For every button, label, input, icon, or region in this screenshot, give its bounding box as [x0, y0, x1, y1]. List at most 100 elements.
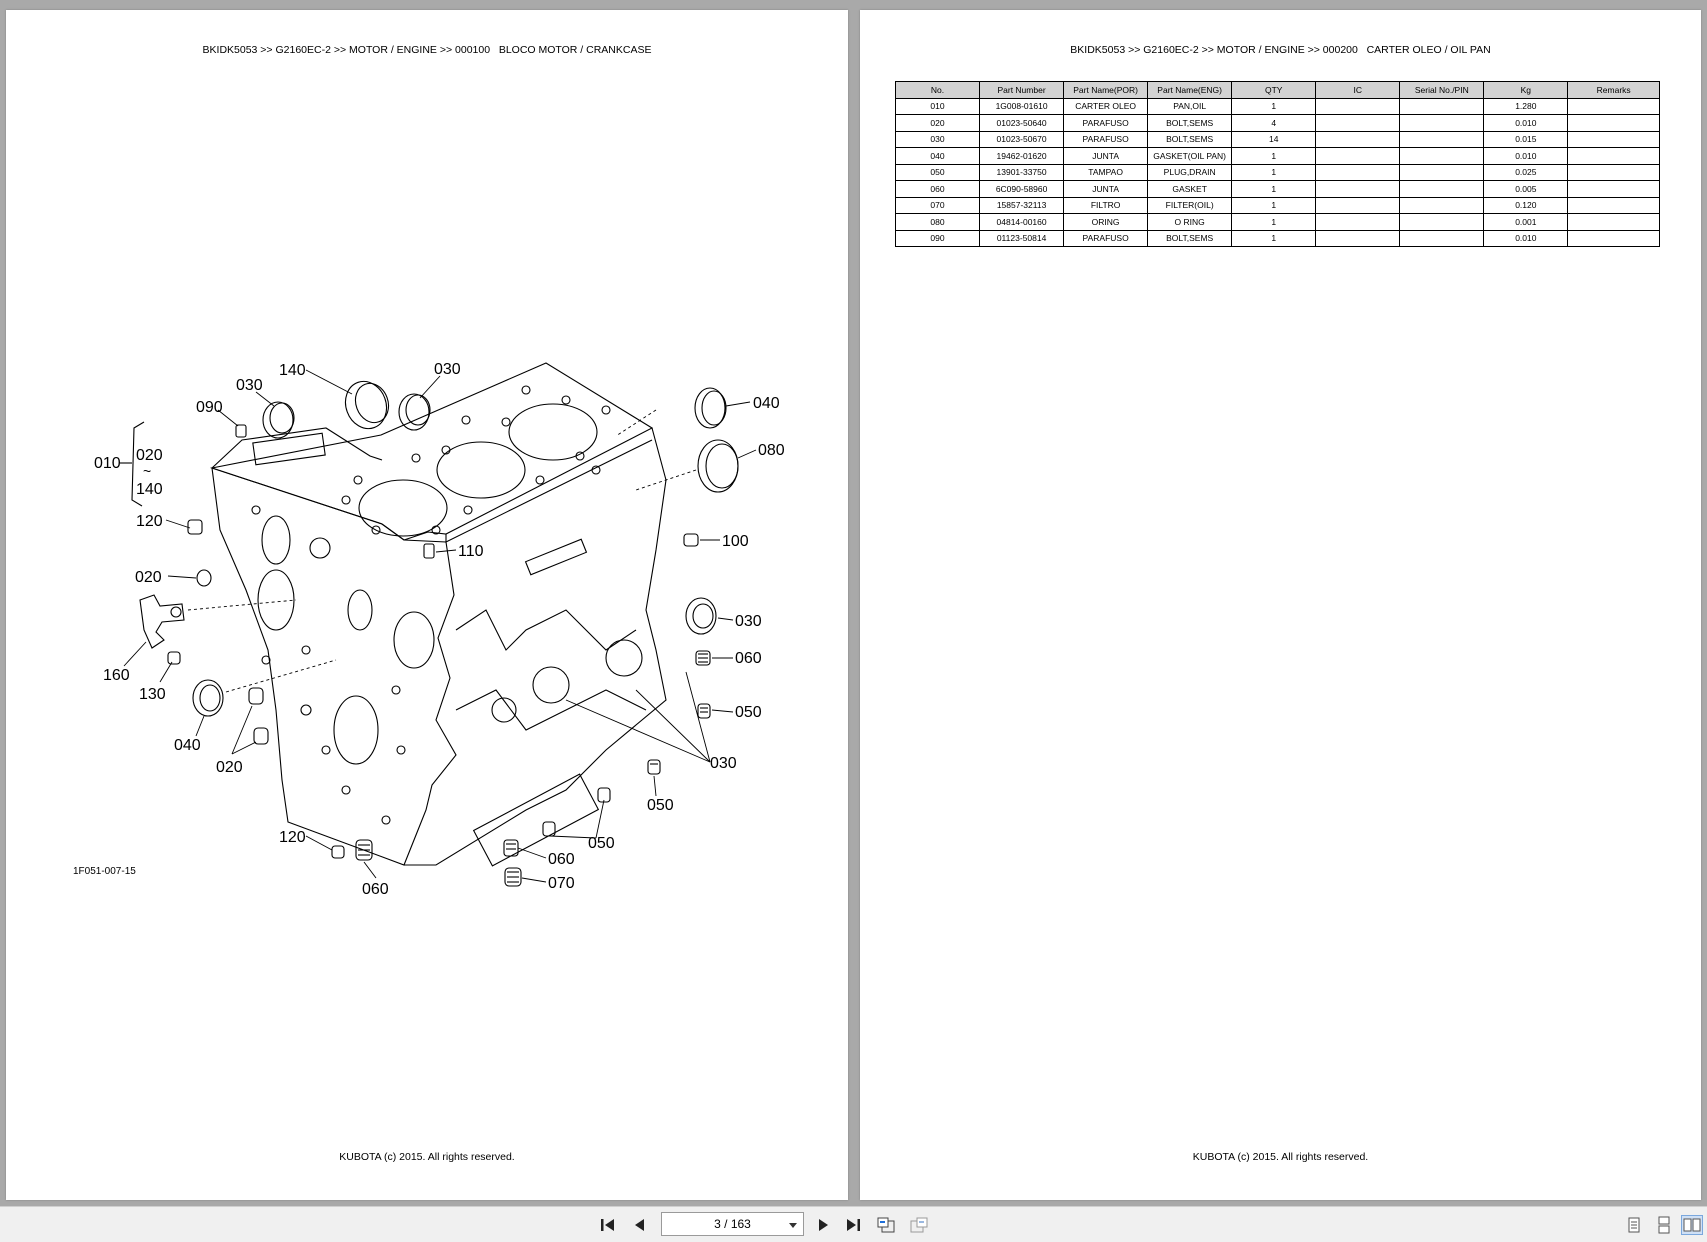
first-page-button[interactable]	[597, 1215, 619, 1235]
table-cell: BOLT,SEMS	[1147, 114, 1233, 132]
table-cell	[1315, 163, 1401, 181]
table-cell: 4	[1231, 114, 1317, 132]
callout-060: 060	[362, 881, 389, 898]
table-cell: PARAFUSO	[1063, 229, 1149, 247]
table-cell: 1	[1231, 163, 1317, 181]
table-cell: 14	[1231, 130, 1317, 148]
table-cell: 0.015	[1483, 130, 1569, 148]
right-page-footer: KUBOTA (c) 2015. All rights reserved.	[1192, 1151, 1369, 1163]
table-cell: 0.001	[1483, 213, 1569, 231]
callout-040: 040	[753, 395, 780, 412]
callout-030: 030	[434, 361, 461, 378]
seal-030-right	[685, 597, 717, 635]
callout-160: 160	[103, 667, 130, 684]
page-number-selector[interactable]: 3 / 163	[661, 1212, 804, 1236]
plug-120-left	[187, 519, 203, 535]
table-cell: 0.010	[1483, 147, 1569, 165]
table-cell	[1315, 229, 1401, 247]
table-cell: 1.280	[1483, 97, 1569, 115]
table-cell: GASKET(OIL PAN)	[1147, 147, 1233, 165]
table-cell	[1315, 130, 1401, 148]
table-cell	[1399, 97, 1485, 115]
two-page-view-button[interactable]	[1681, 1215, 1703, 1235]
table-cell: PARAFUSO	[1063, 130, 1149, 148]
pdf-viewer-toolbar: 3 / 163	[0, 1206, 1707, 1242]
seal-040-left	[192, 679, 224, 717]
column-header: Part Number	[979, 81, 1065, 99]
table-cell	[1567, 229, 1660, 247]
block-right-face	[404, 427, 667, 866]
two-page-view-icon	[1683, 1218, 1701, 1232]
table-cell: 080	[894, 213, 981, 231]
table-cell	[1567, 114, 1660, 132]
bolt-060-bottom-right	[503, 839, 519, 857]
table-cell: JUNTA	[1063, 147, 1149, 165]
table-cell: 1	[1231, 147, 1317, 165]
table-cell: ORING	[1063, 213, 1149, 231]
single-page-view-button[interactable]	[1623, 1215, 1645, 1235]
table-cell: 04814-00160	[979, 213, 1065, 231]
fitting-160	[139, 594, 185, 649]
column-header: Part Name(POR)	[1063, 81, 1149, 99]
table-cell	[1567, 180, 1660, 198]
column-header: QTY	[1231, 81, 1317, 99]
table-cell: 13901-33750	[979, 163, 1065, 181]
bolt-060-bottom-left	[355, 839, 373, 861]
table-cell	[1315, 196, 1401, 214]
table-cell: 19462-01620	[979, 147, 1065, 165]
table-cell	[1399, 114, 1485, 132]
crankcase-exploded-diagram: 140 030 030 090 010 020 ~ 140 120 020 16…	[94, 361, 785, 898]
cylinder-bore-1	[358, 479, 448, 537]
previous-page-button[interactable]	[629, 1215, 651, 1235]
table-cell: PLUG,DRAIN	[1147, 163, 1233, 181]
table-cell	[1567, 163, 1660, 181]
table-cell: 1G008-01610	[979, 97, 1065, 115]
table-cell: TAMPAO	[1063, 163, 1149, 181]
callout-range-tilde: ~	[143, 463, 151, 479]
callout-090: 090	[196, 399, 223, 416]
table-cell: 1	[1231, 180, 1317, 198]
column-header: IC	[1315, 81, 1401, 99]
front-face-holes	[251, 505, 435, 825]
plug-120-bottom	[331, 845, 345, 859]
table-cell: CARTER OLEO	[1063, 97, 1149, 115]
filter-070	[504, 867, 522, 887]
callout-030: 030	[735, 613, 762, 630]
callout-020: 020	[136, 447, 163, 464]
left-page-footer: KUBOTA (c) 2015. All rights reserved.	[339, 1151, 515, 1163]
table-cell: 1	[1231, 229, 1317, 247]
next-page-button[interactable]	[812, 1215, 834, 1235]
right-page-header: BKIDK5053 >> G2160EC-2 >> MOTOR / ENGINE…	[1070, 44, 1491, 56]
table-cell: 040	[894, 147, 981, 165]
table-cell: FILTER(OIL)	[1147, 196, 1233, 214]
column-header: Kg	[1483, 81, 1569, 99]
back-view-button[interactable]	[875, 1215, 897, 1235]
table-cell: 070	[894, 196, 981, 214]
table-cell: 01123-50814	[979, 229, 1065, 247]
plug-140	[344, 380, 390, 430]
bolt-050-right	[697, 703, 711, 719]
bolts-050-bottom	[542, 787, 611, 837]
table-cell: 060	[894, 180, 981, 198]
forward-view-button[interactable]	[908, 1215, 930, 1235]
previous-page-icon	[635, 1219, 644, 1231]
continuous-view-button[interactable]	[1653, 1215, 1675, 1235]
first-page-icon	[601, 1219, 614, 1231]
last-page-button[interactable]	[842, 1215, 864, 1235]
table-cell	[1399, 130, 1485, 148]
last-page-icon	[847, 1219, 860, 1231]
table-cell	[1399, 163, 1485, 181]
column-header: Remarks	[1567, 81, 1660, 99]
plug-030-top-right	[398, 393, 431, 431]
callout-140: 140	[279, 362, 306, 379]
figure-code: 1F051-007-15	[73, 866, 136, 877]
callout-100: 100	[722, 533, 749, 550]
